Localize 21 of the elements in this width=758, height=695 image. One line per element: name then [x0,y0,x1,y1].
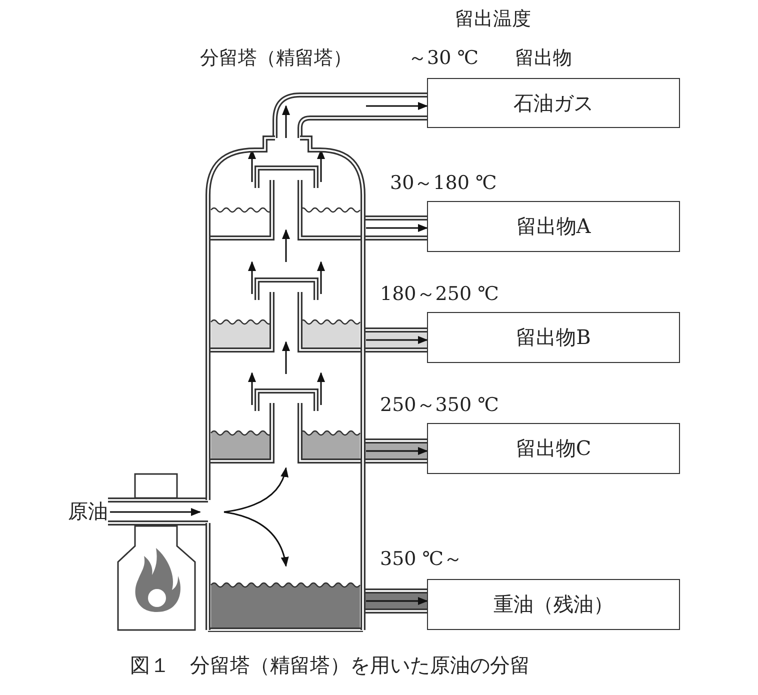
product-box: 重油（残油） [427,579,680,630]
arrow [366,102,428,110]
arrow [366,597,428,605]
figure-caption: 図１ 分留塔（精留塔）を用いた原油の分留 [130,652,530,679]
arrow [366,447,428,455]
arrow [110,508,201,516]
column-heading: 分留塔（精留塔） [200,46,352,71]
product-box: 石油ガス [427,78,680,128]
arrow [366,336,428,344]
column-header: 留出物 [515,46,572,71]
product-box: 留出物C [427,423,680,474]
temperature-label: 250～350 ℃ [380,393,499,418]
column-header: 留出温度 [455,7,531,32]
temperature-label: ～30 ℃ [408,46,478,71]
inlet-label: 原油 [44,498,110,528]
temperature-label: 180～250 ℃ [380,282,499,307]
product-box: 留出物B [427,312,680,363]
arrow [366,224,428,232]
product-box: 留出物A [427,201,680,252]
temperature-label: 30～180 ℃ [390,171,497,196]
temperature-label: 350 ℃～ [380,547,463,572]
